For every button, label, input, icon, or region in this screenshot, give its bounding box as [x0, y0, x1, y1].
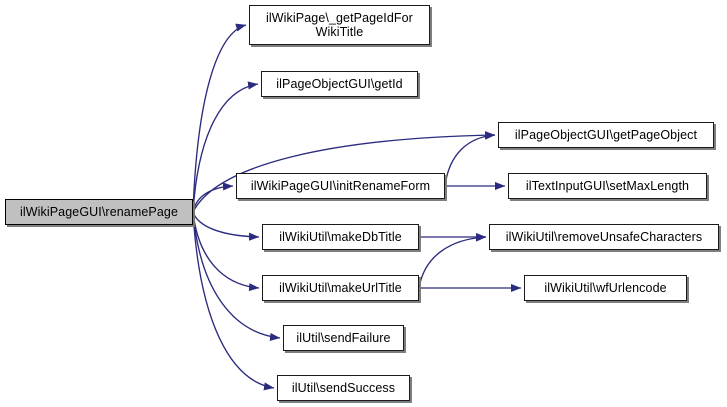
graph-node-makeDbTitle[interactable]: ilWikiUtil\makeDbTitle: [262, 224, 419, 250]
graph-node-initRenameForm[interactable]: ilWikiPageGUI\initRenameForm: [236, 173, 445, 199]
graph-node-label: ilUtil\sendFailure: [296, 331, 391, 345]
edge-makeUrlTitle-to-removeUnsafeCharacters: [418, 233, 487, 289]
graph-node-label: ilUtil\sendSuccess: [291, 381, 396, 395]
graph-node-getId[interactable]: ilPageObjectGUI\getId: [261, 71, 418, 97]
edge-renamePage-to-sendSuccess: [192, 211, 275, 391]
edge-renamePage-to-makeUrlTitle: [192, 211, 260, 292]
graph-node-label: ilPageObjectGUI\getId: [276, 77, 403, 91]
edge-renamePage-to-makeDbTitle: [192, 211, 260, 241]
graph-node-getPageIdForWikiTitle[interactable]: ilWikiPage\_getPageIdFor WikiTitle: [249, 5, 430, 45]
graph-node-renamePage[interactable]: ilWikiPageGUI\renamePage: [5, 199, 193, 225]
graph-node-label: ilWikiUtil\removeUnsafeCharacters: [505, 230, 703, 244]
graph-node-sendSuccess[interactable]: ilUtil\sendSuccess: [277, 375, 410, 401]
graph-node-label: ilPageObjectGUI\getPageObject: [514, 128, 698, 142]
graph-node-makeUrlTitle[interactable]: ilWikiUtil\makeUrlTitle: [262, 275, 419, 301]
graph-node-wfUrlencode[interactable]: ilWikiUtil\wfUrlencode: [524, 275, 687, 301]
graph-node-setMaxLength[interactable]: ilTextInputGUI\setMaxLength: [508, 173, 707, 199]
edge-initRenameForm-to-getPageObject: [444, 131, 496, 187]
graph-node-getPageObject[interactable]: ilPageObjectGUI\getPageObject: [498, 122, 714, 148]
edge-renamePage-to-getPageObject: [192, 131, 496, 213]
edge-renamePage-to-getId: [192, 81, 259, 213]
edge-renamePage-to-sendFailure: [192, 211, 281, 341]
edge-renamePage-to-getPageIdForWikiTitle: [192, 23, 247, 213]
graph-node-label: ilWikiUtil\makeDbTitle: [279, 230, 402, 244]
graph-node-removeUnsafeCharacters[interactable]: ilWikiUtil\removeUnsafeCharacters: [489, 224, 719, 250]
graph-node-sendFailure[interactable]: ilUtil\sendFailure: [283, 325, 404, 351]
graph-node-label: ilWikiPageGUI\renamePage: [19, 205, 179, 219]
edge-renamePage-to-initRenameForm: [192, 182, 234, 213]
graph-node-label: ilWikiPage\_getPageIdFor WikiTitle: [266, 11, 413, 39]
graph-node-label: ilWikiUtil\makeUrlTitle: [279, 281, 402, 295]
graph-node-label: ilWikiPageGUI\initRenameForm: [250, 179, 431, 193]
graph-node-label: ilWikiUtil\wfUrlencode: [544, 281, 667, 295]
graph-node-label: ilTextInputGUI\setMaxLength: [525, 179, 690, 193]
